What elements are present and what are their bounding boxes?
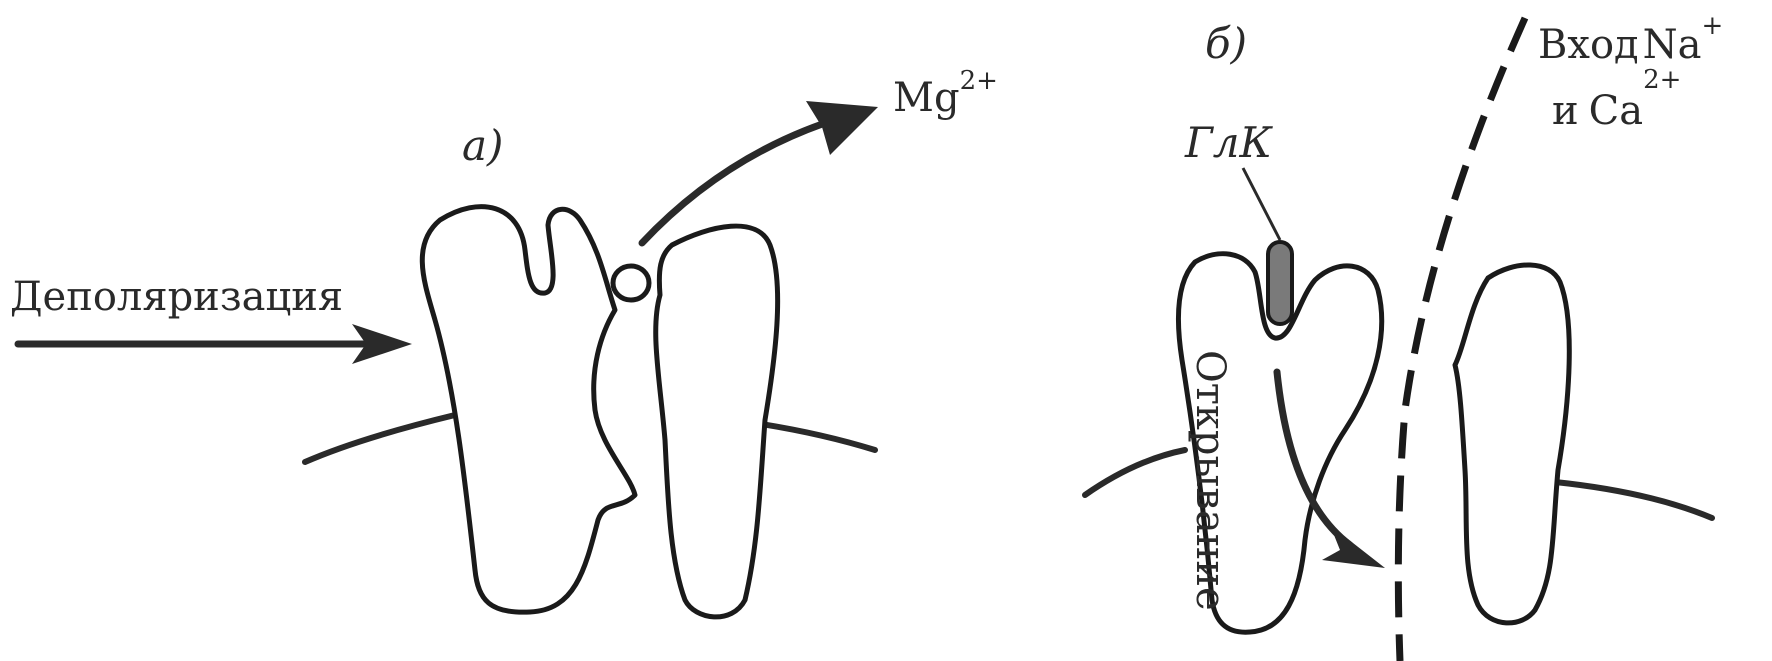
ion-entry-na-charge: + bbox=[1702, 11, 1724, 41]
ion-entry-ca: Ca bbox=[1589, 88, 1643, 134]
channel-subunit-right-b bbox=[1455, 265, 1569, 623]
membrane-left-a bbox=[305, 415, 455, 462]
ion-entry-conj: и bbox=[1552, 88, 1579, 134]
glutamate-ligand bbox=[1268, 242, 1292, 324]
mg-ion-base: Mg bbox=[893, 75, 960, 121]
membrane-left-b bbox=[1085, 450, 1185, 495]
glutamate-label: ГлК bbox=[1184, 118, 1274, 167]
channel-subunit-right-a bbox=[656, 226, 778, 617]
depolarization-label: Деполяризация bbox=[10, 274, 343, 320]
channel-subunit-left-a bbox=[422, 207, 635, 613]
mg-ion-charge: 2+ bbox=[960, 66, 998, 96]
membrane-right-b bbox=[1555, 482, 1712, 518]
panel-a: а) Деполяризация Mg2+ bbox=[10, 66, 998, 617]
ion-entry-na: Na bbox=[1643, 22, 1702, 68]
mg-ion-label: Mg2+ bbox=[893, 66, 998, 121]
opening-label: Открывание bbox=[1187, 350, 1233, 611]
glutamate-pointer-line bbox=[1243, 168, 1280, 240]
ion-entry-word: Вход bbox=[1538, 22, 1639, 68]
panel-b-label: б) bbox=[1205, 19, 1247, 68]
panel-a-label: а) bbox=[462, 121, 503, 170]
ion-entry-ca-charge: 2+ bbox=[1643, 65, 1681, 95]
membrane-right-a bbox=[755, 423, 875, 450]
mg-ion bbox=[613, 266, 649, 300]
